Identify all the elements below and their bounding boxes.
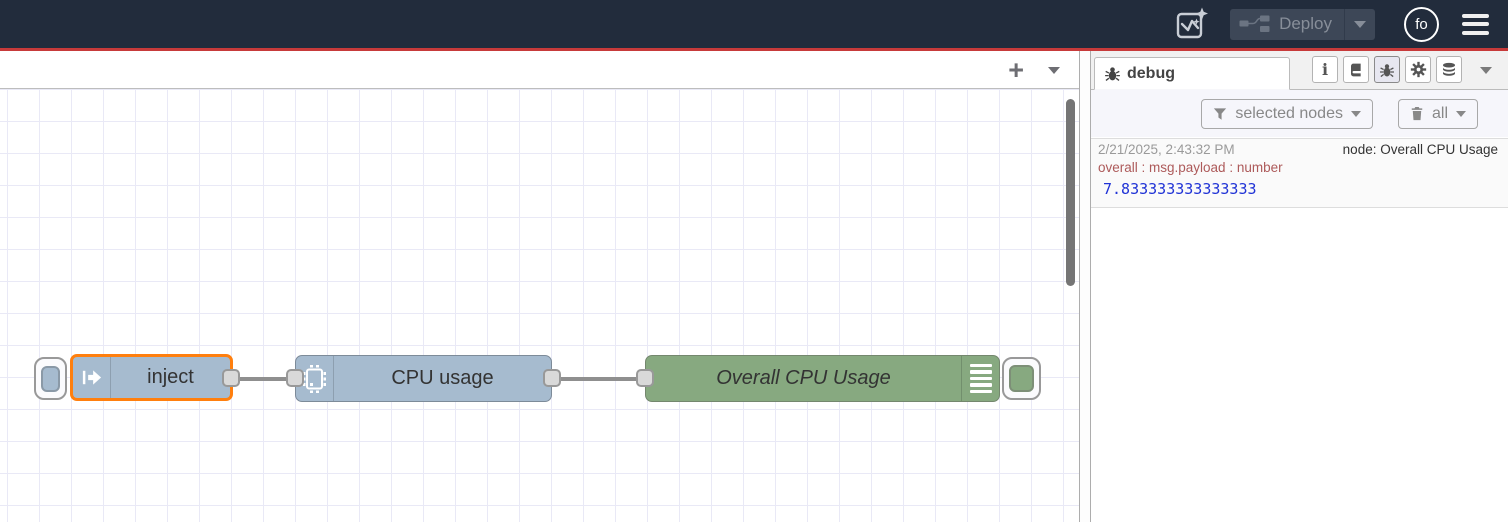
bug-icon	[1105, 67, 1120, 82]
flow-canvas[interactable]: inject	[0, 89, 1079, 522]
inject-trigger-button[interactable]	[34, 357, 67, 400]
funnel-icon	[1214, 107, 1227, 120]
flow-list-button[interactable]	[1044, 58, 1064, 81]
tab-debug[interactable]: debug	[1094, 57, 1290, 90]
header-bar: Deploy fo	[0, 0, 1508, 48]
wire-cpu-to-debug[interactable]	[550, 377, 646, 381]
flow-assistant-icon[interactable]	[1175, 6, 1209, 42]
debug-sidebar: debug i	[1091, 51, 1508, 522]
node-label: Overall CPU Usage	[716, 367, 891, 389]
canvas-vertical-scrollbar[interactable]	[1066, 99, 1075, 286]
sidebar-resize-handle[interactable]	[1079, 51, 1091, 522]
deploy-button[interactable]: Deploy	[1230, 8, 1375, 40]
port-input[interactable]	[286, 369, 304, 387]
debug-list-icon	[961, 356, 999, 401]
deploy-label: Deploy	[1279, 14, 1332, 33]
gear-icon	[1410, 61, 1426, 78]
node-inject[interactable]: inject	[70, 354, 233, 401]
book-icon	[1351, 63, 1361, 76]
debug-message-list: 2/21/2025, 2:43:32 PM node: Overall CPU …	[1091, 137, 1508, 522]
config-nodes-tab-button[interactable]	[1405, 56, 1431, 83]
debug-enable-toggle[interactable]	[1002, 357, 1041, 400]
tab-debug-label: debug	[1127, 64, 1175, 82]
debug-filter-button[interactable]: selected nodes	[1201, 98, 1373, 129]
port-output[interactable]	[222, 369, 240, 387]
menu-bar	[1462, 13, 1489, 18]
port-input[interactable]	[636, 369, 654, 387]
debug-filter-label: selected nodes	[1235, 104, 1343, 122]
database-icon	[1443, 62, 1455, 76]
node-label: inject	[147, 366, 194, 388]
debug-clear-button[interactable]: all	[1397, 98, 1478, 129]
port-output[interactable]	[543, 369, 561, 387]
help-tab-button[interactable]	[1343, 56, 1369, 83]
deploy-options-caret[interactable]	[1345, 9, 1375, 40]
wire-inject-to-cpu[interactable]	[230, 377, 296, 381]
debug-tab-button[interactable]	[1374, 56, 1400, 83]
main-menu-button[interactable]	[1462, 13, 1489, 35]
debug-message-source-node: node: Overall CPU Usage	[1342, 142, 1498, 157]
trash-icon	[1411, 106, 1423, 121]
context-data-tab-button[interactable]	[1436, 56, 1462, 83]
node-overall-cpu-usage[interactable]: Overall CPU Usage	[645, 355, 1000, 402]
sidebar-tabbar: debug i	[1091, 51, 1508, 90]
sidebar-toolbar: i	[1312, 56, 1496, 83]
debug-message-property: overall : msg.payload : number	[1098, 160, 1283, 175]
flow-tabbar: +	[0, 51, 1079, 89]
deploy-divider	[1344, 8, 1345, 40]
deploy-flow-icon	[1230, 9, 1279, 40]
add-flow-button[interactable]: +	[1004, 56, 1028, 83]
menu-bar	[1462, 30, 1489, 35]
cpu-chip-icon	[296, 356, 334, 401]
bug-icon	[1380, 63, 1394, 77]
node-label: CPU usage	[391, 367, 494, 389]
debug-toggle-inner	[1009, 365, 1034, 392]
header-accent-line	[0, 48, 1508, 51]
debug-message[interactable]: 2/21/2025, 2:43:32 PM node: Overall CPU …	[1091, 138, 1508, 208]
info-tab-button[interactable]: i	[1312, 56, 1338, 83]
user-initials: fo	[1415, 15, 1428, 33]
node-cpu-usage[interactable]: CPU usage	[295, 355, 552, 402]
workspace: + inject	[0, 51, 1079, 522]
inject-arrow-icon	[73, 357, 111, 398]
debug-message-meta: 2/21/2025, 2:43:32 PM node: Overall CPU …	[1098, 142, 1500, 157]
header-actions: Deploy fo	[1175, 6, 1489, 42]
debug-filter-toolbar: selected nodes all	[1091, 90, 1508, 137]
sidebar-menu-caret[interactable]	[1476, 58, 1496, 81]
info-icon: i	[1321, 59, 1329, 79]
menu-bar	[1462, 22, 1489, 26]
debug-clear-label: all	[1431, 104, 1448, 122]
inject-trigger-inner	[41, 365, 60, 392]
debug-message-value[interactable]: 7.833333333333333	[1103, 180, 1257, 198]
user-avatar[interactable]: fo	[1404, 6, 1439, 42]
debug-message-timestamp: 2/21/2025, 2:43:32 PM	[1098, 142, 1235, 157]
